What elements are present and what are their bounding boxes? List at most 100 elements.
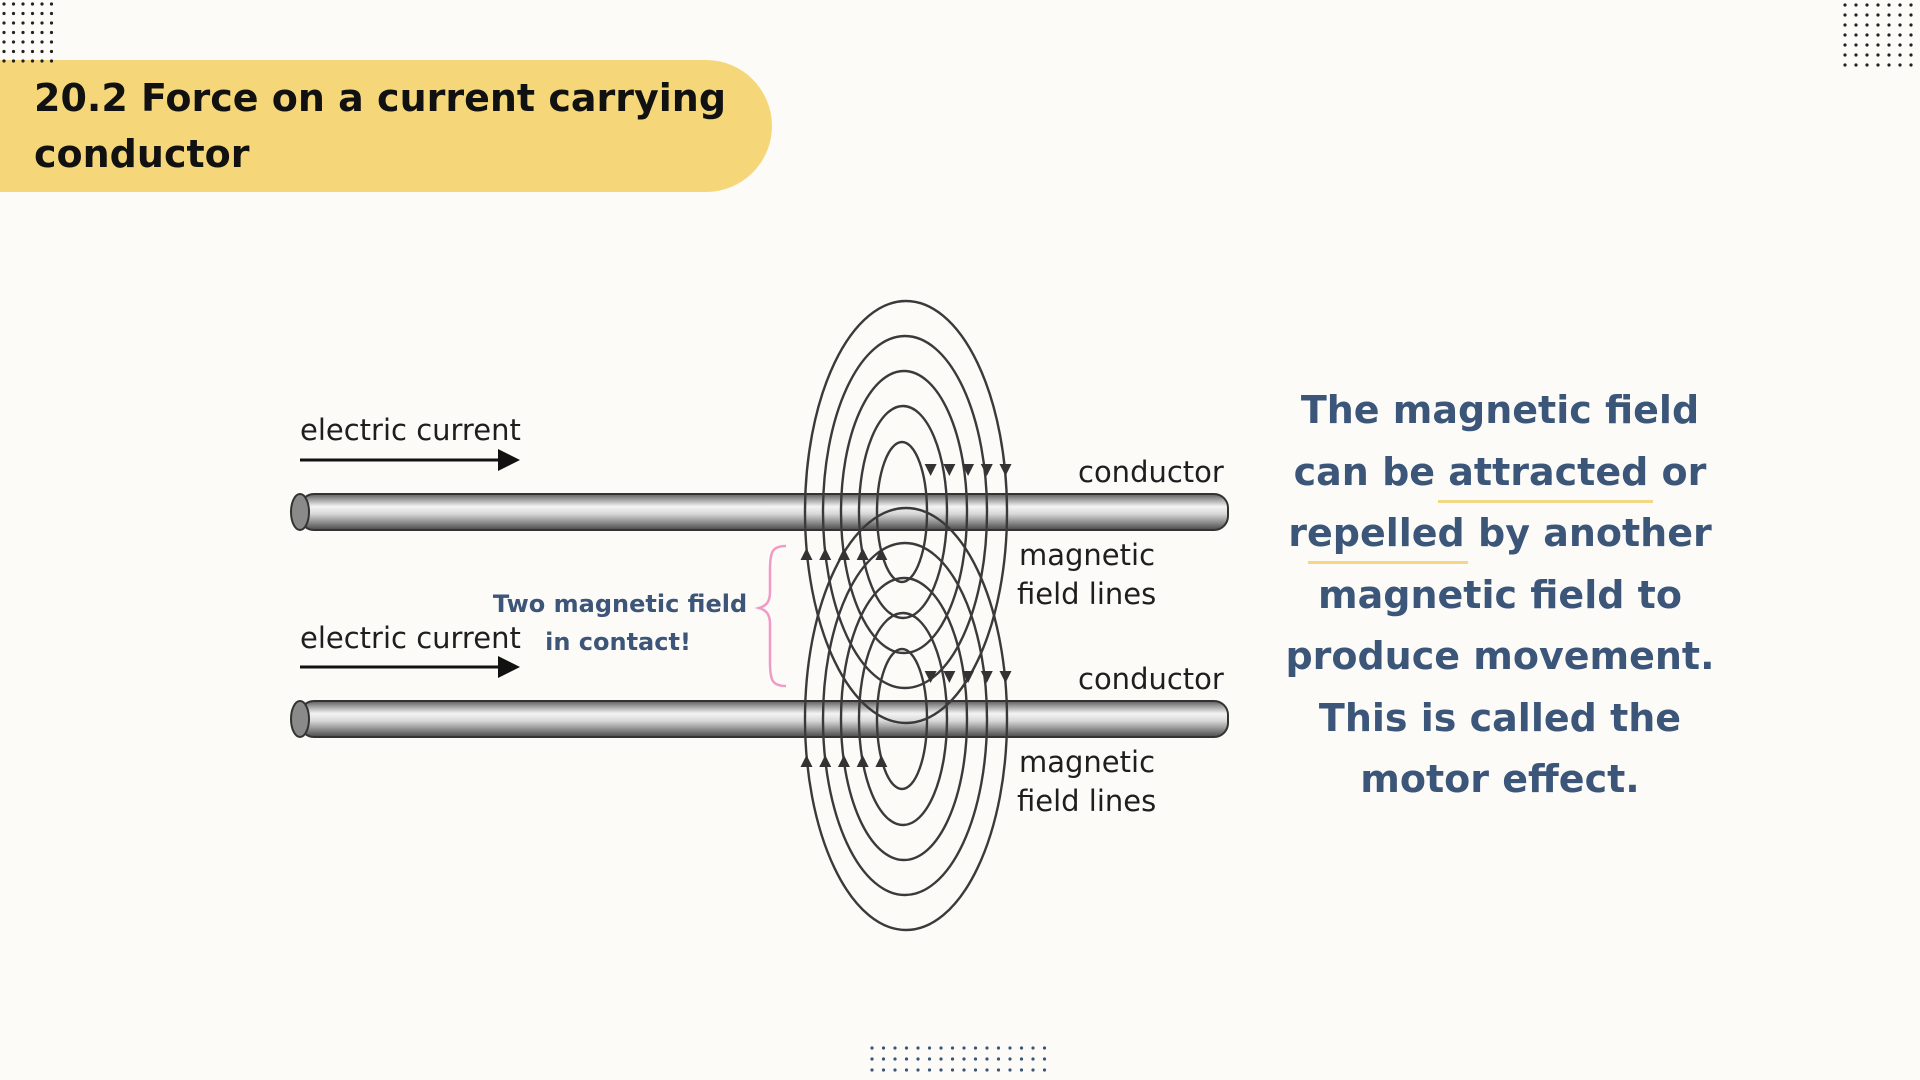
decor-dot (1876, 43, 1880, 47)
field-arrow-down (943, 671, 956, 683)
decor-dot (1887, 53, 1891, 57)
decor-dot (1042, 1046, 1047, 1050)
decor-dot (30, 30, 35, 35)
decor-dot (996, 1046, 1001, 1050)
field-arrow-up (837, 548, 850, 560)
decor-dot (1898, 13, 1902, 17)
decor-dot (996, 1057, 1001, 1061)
decor-dot (1876, 23, 1880, 27)
bottom-current-arrowhead (498, 656, 520, 678)
field-arrow-down (962, 464, 975, 476)
decor-dot (1865, 63, 1869, 67)
decor-dot (1865, 33, 1869, 37)
decor-dot (11, 40, 16, 44)
top-field-label-1: magnetic (1019, 538, 1155, 572)
repelled-underline (1308, 561, 1468, 564)
decor-dot (40, 21, 44, 25)
decor-dot (950, 1046, 955, 1050)
decor-dot (11, 49, 16, 54)
bottom-field-label-2: field lines (1017, 784, 1156, 818)
decor-dot (1898, 63, 1902, 67)
decor-dot (40, 49, 44, 54)
decor-dot (30, 59, 35, 63)
field-arrow-down (924, 464, 937, 476)
decor-dot (962, 1057, 966, 1061)
decor-dot (1843, 33, 1847, 37)
decor-dot (1843, 53, 1847, 57)
decor-dot (904, 1046, 909, 1050)
decor-dot (2, 21, 6, 25)
magnetic-field-loops (803, 299, 1009, 932)
field-loop (839, 369, 969, 655)
field-arrow-up (875, 755, 888, 767)
decor-dot (2, 30, 6, 35)
field-loop (857, 404, 949, 620)
decor-dot (916, 1068, 920, 1072)
field-arrow-up (800, 755, 813, 767)
decor-dot (21, 59, 25, 63)
dot-pattern-top-left (2, 2, 54, 63)
decor-dot (2, 59, 6, 63)
decor-dot (881, 1046, 886, 1050)
decor-dot (1854, 13, 1858, 17)
field-loop (803, 506, 1009, 932)
decor-dot (870, 1057, 874, 1061)
decor-dot (1887, 43, 1891, 47)
contact-note-line2: in contact! (545, 628, 691, 656)
decor-dot (870, 1046, 874, 1050)
explanation-line: This is called the (1318, 695, 1682, 740)
decor-dot (1854, 3, 1858, 7)
decor-dot (1031, 1046, 1035, 1050)
field-arrow-down (999, 464, 1012, 476)
decor-dot (11, 2, 16, 6)
decor-dot (1843, 23, 1847, 27)
decor-dot (1031, 1057, 1035, 1061)
decor-dot (1854, 53, 1858, 57)
decor-dot (1909, 63, 1913, 67)
decor-dot (21, 30, 25, 35)
decor-dot (893, 1057, 897, 1061)
decor-dot (1008, 1046, 1012, 1050)
decor-dot (1865, 23, 1869, 27)
decor-dot (21, 49, 25, 54)
top-current-arrowhead (498, 449, 520, 471)
decor-dot (870, 1068, 874, 1072)
decor-dot (1887, 3, 1891, 7)
decor-dot (881, 1068, 886, 1072)
decor-dot (1843, 43, 1847, 47)
bottom-current-label: electric current (300, 621, 521, 655)
explanation-line: The magnetic field (1300, 388, 1700, 432)
field-loop (821, 541, 989, 897)
contact-brace (754, 544, 787, 688)
decor-dot (2, 40, 6, 44)
decor-dot (1854, 63, 1858, 67)
decor-dot (40, 59, 44, 63)
bottom-conductor-rod (290, 700, 1229, 738)
decor-dot (1854, 33, 1858, 37)
decor-dot (1865, 53, 1869, 57)
decor-dot (1909, 33, 1913, 37)
decor-dot (1909, 23, 1913, 27)
decor-dot (916, 1046, 920, 1050)
field-loop (821, 334, 989, 690)
decor-dot (11, 30, 16, 35)
top-conductor-rod (290, 493, 1229, 531)
field-arrow-down (999, 671, 1012, 683)
decor-dot (950, 1068, 955, 1072)
decor-dot (1887, 33, 1891, 37)
field-arrow-up (856, 755, 869, 767)
decor-dot (1887, 23, 1891, 27)
decor-dot (2, 49, 6, 54)
decor-dot (916, 1057, 920, 1061)
field-arrow-up (819, 755, 832, 767)
decor-dot (1854, 43, 1858, 47)
decor-dot (1008, 1057, 1012, 1061)
decor-dot (2, 11, 6, 16)
top-current-label: electric current (300, 413, 521, 447)
decor-dot (1019, 1068, 1024, 1072)
slide-title: 20.2 Force on a current carrying conduct… (34, 76, 727, 176)
decor-dot (962, 1068, 966, 1072)
decor-dot (40, 40, 44, 44)
decor-dot (21, 40, 25, 44)
decor-dot (30, 40, 35, 44)
